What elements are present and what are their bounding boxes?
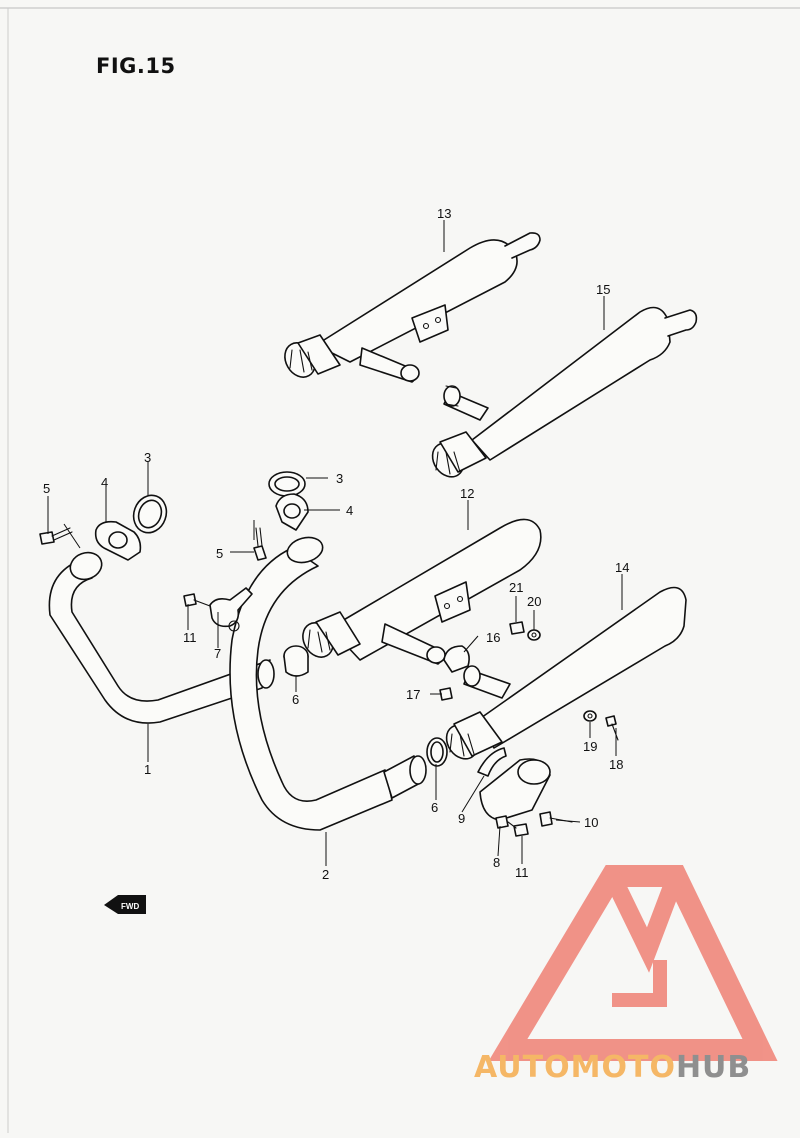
callout-11-lower: 11: [515, 865, 529, 880]
bolt-5-right: [253, 527, 267, 561]
flange-4-left: [94, 520, 142, 561]
callout-4-right: 4: [346, 503, 353, 518]
fwd-arrow: FWD: [104, 895, 146, 914]
watermark-g-stroke: [612, 960, 667, 1007]
watermark-word-orange: AUTOMOTO: [474, 1050, 676, 1085]
callout-6-upper: 6: [292, 692, 299, 707]
bolt-5-left: [39, 527, 73, 545]
callout-9: 9: [458, 811, 465, 826]
bolt-11-upper: [183, 593, 211, 607]
callout-10: 10: [584, 815, 598, 830]
callout-16: 16: [486, 630, 500, 645]
callout-15: 15: [596, 282, 610, 297]
callout-20: 20: [527, 594, 541, 609]
bracket-9: [477, 747, 507, 777]
callout-numbers: 13 15 12 14 3 3 4 4 5 5 11 7 6 6 1 2 21 …: [43, 206, 629, 882]
callout-6-lower: 6: [431, 800, 438, 815]
sleeve-6-lower: [426, 737, 448, 767]
muffler-12: [302, 518, 542, 665]
callout-11-upper: 11: [183, 630, 197, 645]
callout-21: 21: [509, 580, 523, 595]
bolt-10: [539, 811, 573, 827]
muffler-14: [445, 586, 687, 760]
muffler-13: [284, 232, 541, 383]
gasket-3-left: [132, 494, 168, 534]
callout-7: 7: [214, 646, 221, 661]
bolt-11-lower: [507, 821, 529, 837]
callout-8: 8: [493, 855, 500, 870]
watermark-m-stroke: [603, 872, 685, 973]
fwd-label: FWD: [121, 902, 139, 911]
washer-20: [527, 629, 541, 641]
washer-19: [583, 710, 597, 722]
watermark-triangle: [488, 865, 778, 1061]
callout-5-left: 5: [43, 481, 50, 496]
callout-12: 12: [460, 486, 474, 501]
flange-4-right: [275, 493, 309, 531]
callout-19: 19: [583, 739, 597, 754]
callout-14: 14: [615, 560, 629, 575]
callout-1: 1: [144, 762, 151, 777]
bolt-17: [439, 687, 453, 701]
bolt-18: [605, 715, 619, 741]
clamp-16: [443, 645, 470, 673]
muffler-15: [431, 306, 698, 478]
nut-21: [509, 621, 525, 635]
callout-3-left: 3: [144, 450, 151, 465]
watermark-word-gray: HUB: [675, 1050, 752, 1085]
callout-3-right: 3: [336, 471, 343, 486]
watermark-text: AUTOMOTOHUB: [474, 1050, 751, 1085]
exhaust-pipe-2: [229, 536, 427, 831]
cover-part: [479, 758, 551, 821]
callout-2: 2: [322, 867, 329, 882]
callout-18: 18: [609, 757, 623, 772]
sleeve-6-upper: [283, 645, 309, 677]
watermark-logo: [488, 865, 778, 1061]
callout-4-left: 4: [101, 475, 108, 490]
callout-13: 13: [437, 206, 451, 221]
callout-17: 17: [406, 687, 420, 702]
figure-title: FIG.15: [96, 54, 176, 78]
gasket-3-right: [268, 471, 306, 497]
leader-lines: [47, 220, 623, 866]
callout-5-right: 5: [216, 546, 223, 561]
exhaust-pipe-1: [48, 551, 275, 724]
bolt-8: [495, 815, 509, 829]
